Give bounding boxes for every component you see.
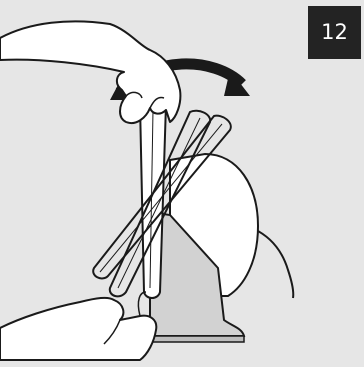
appliance-icon (150, 154, 258, 342)
step-number-badge: 12 (308, 6, 361, 59)
upper-hand-icon (0, 21, 180, 123)
lower-hand-icon (0, 292, 156, 360)
